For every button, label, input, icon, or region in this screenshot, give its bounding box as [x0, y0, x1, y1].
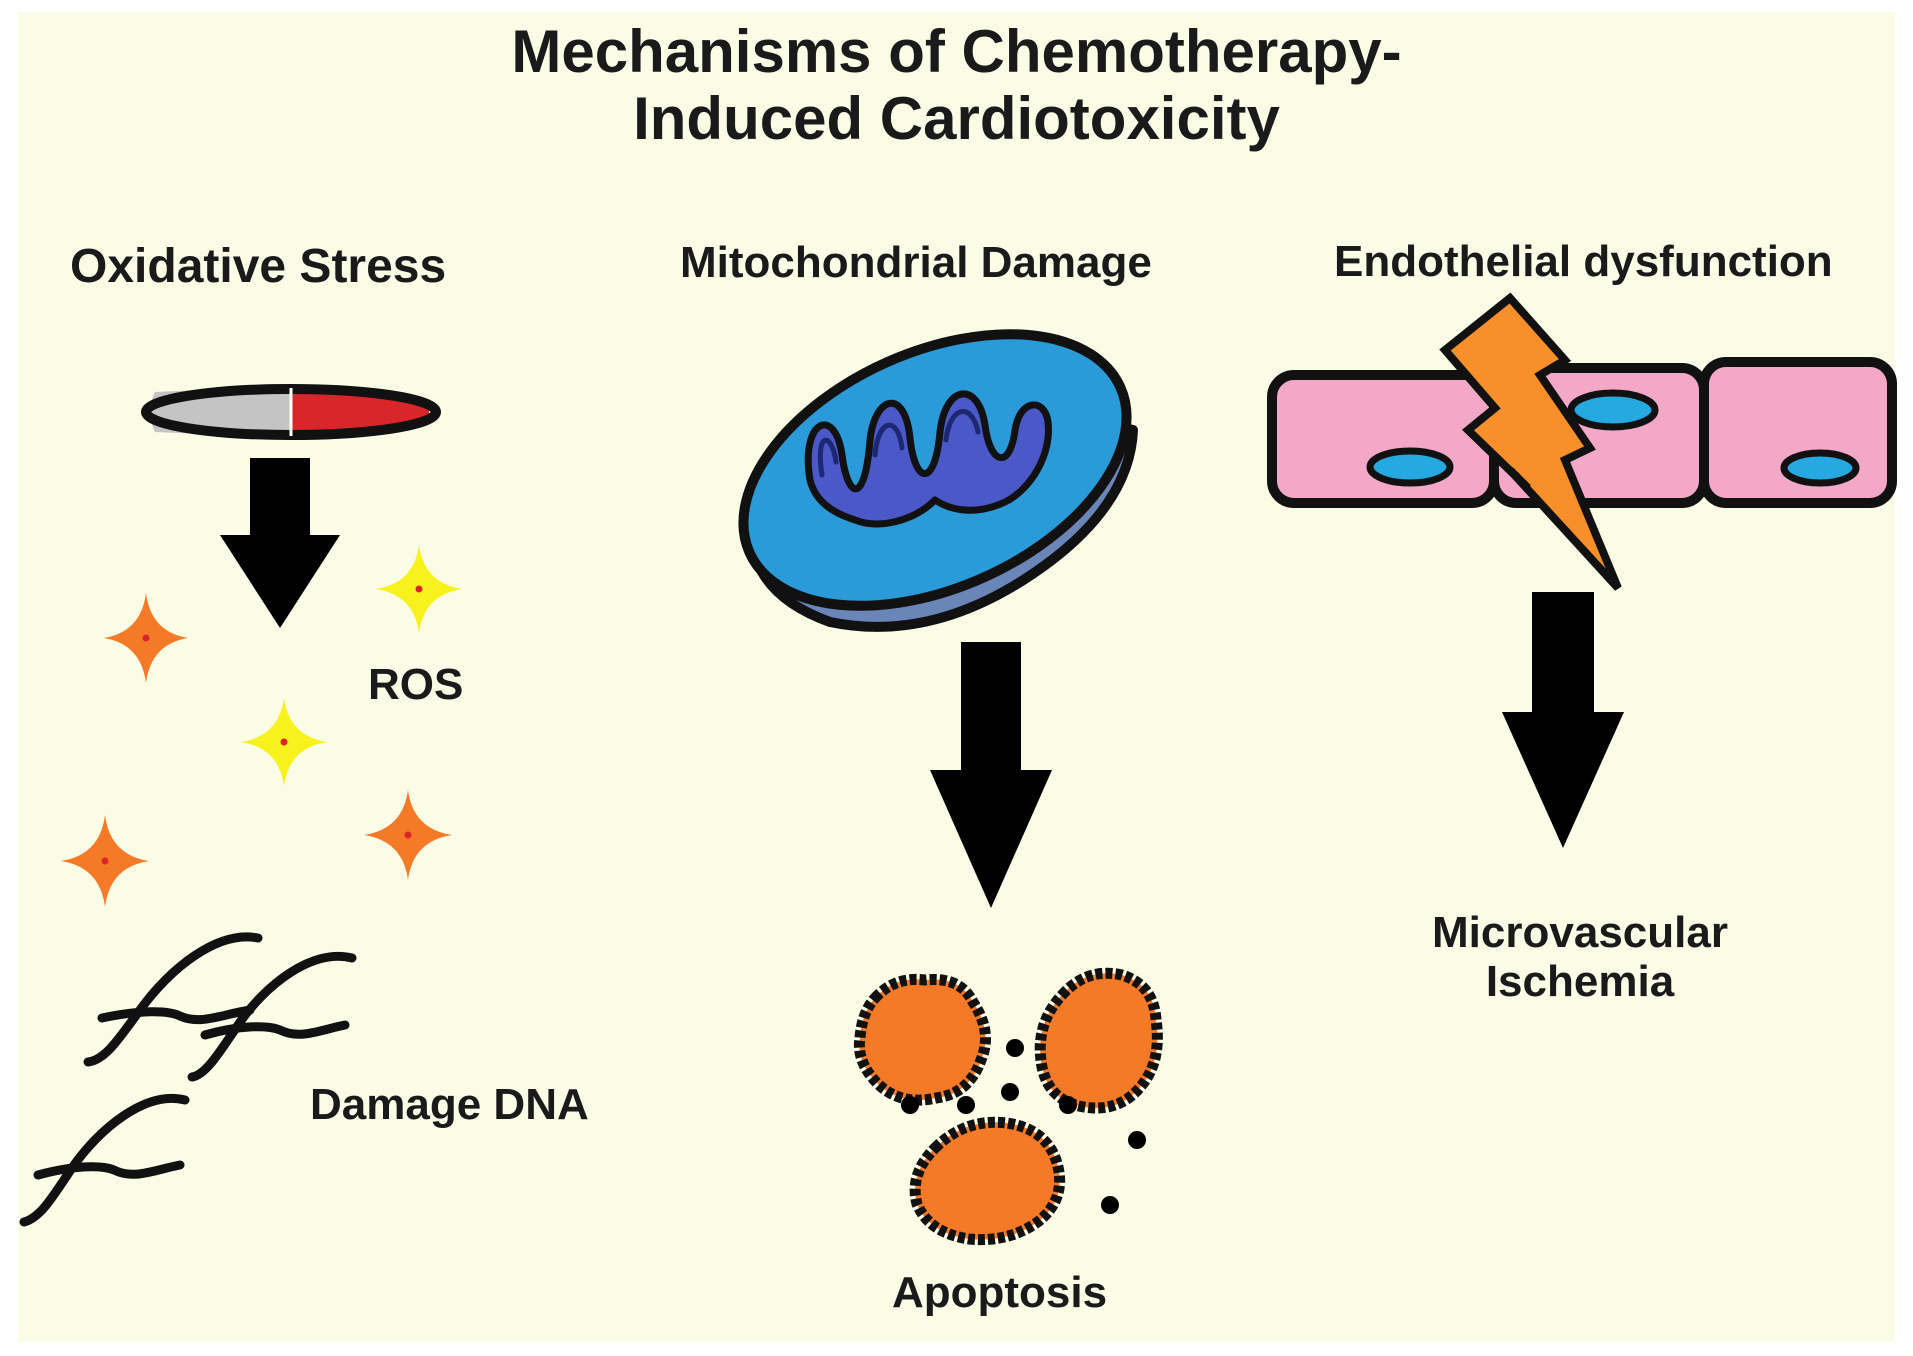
ros-star-icon	[364, 790, 452, 880]
damage-dna-label: Damage DNA	[310, 1080, 589, 1129]
dna-strand-icon	[19, 1094, 190, 1227]
down-arrow-icon	[930, 642, 1052, 908]
down-arrow-icon	[1502, 592, 1624, 848]
apoptotic-body-icon	[1034, 967, 1163, 1114]
oxidative-stress-heading: Oxidative Stress	[70, 240, 447, 293]
mitochondrial-damage-heading: Mitochondrial Damage	[680, 238, 1152, 287]
microvascular-ischemia-label: Microvascular Ischemia	[1390, 908, 1770, 1007]
apoptotic-debris	[901, 1039, 1146, 1214]
capsule-icon	[141, 384, 441, 440]
mitochondrion-icon	[738, 329, 1138, 632]
ros-star-icon	[104, 593, 188, 683]
dna-strand-icon	[83, 932, 263, 1067]
ischemia-line-1: Microvascular	[1432, 908, 1728, 957]
lightning-bolt-icon	[1439, 292, 1622, 591]
apoptosis-label: Apoptosis	[892, 1268, 1108, 1317]
apoptotic-body-icon	[909, 1116, 1066, 1246]
diagram-title: Mechanisms of Chemotherapy- Induced Card…	[0, 18, 1913, 152]
down-arrow-icon	[220, 458, 340, 628]
dna-strand-icon	[187, 952, 357, 1082]
endothelial-dysfunction-heading: Endothelial dysfunction	[1334, 237, 1833, 286]
ros-star-icon	[241, 698, 327, 786]
apoptotic-body-icon	[853, 973, 991, 1106]
title-line-2: Induced Cardiotoxicity	[633, 85, 1280, 153]
title-line-1: Mechanisms of Chemotherapy-	[511, 18, 1402, 85]
ros-label: ROS	[368, 660, 464, 709]
ischemia-line-2: Ischemia	[1485, 957, 1675, 1007]
ros-star-icon	[61, 815, 149, 907]
ros-star-icon	[376, 545, 462, 633]
